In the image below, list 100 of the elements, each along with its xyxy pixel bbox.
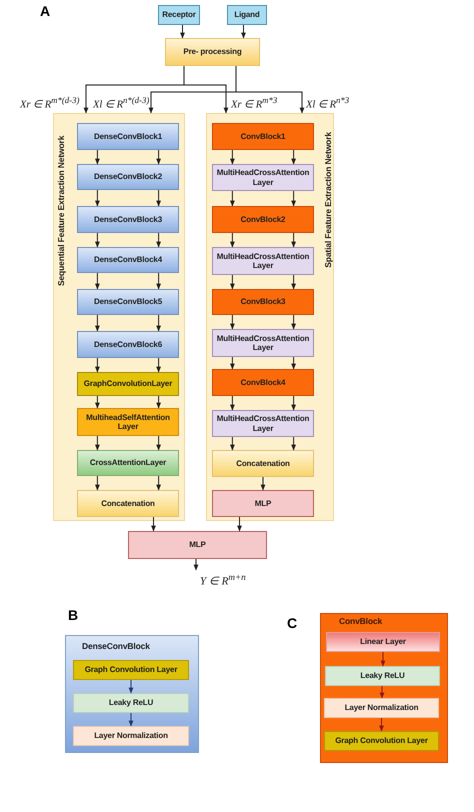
layer-box [77, 247, 179, 273]
arrow [95, 272, 100, 290]
layer-label: Receptor [162, 10, 196, 20]
panel-title: DenseConvBlock [82, 642, 150, 652]
panel-letter: A [40, 3, 50, 19]
arrow [230, 396, 235, 411]
layer-box [212, 123, 314, 150]
layer-label: ConvBlock2 [240, 214, 286, 224]
arrow [95, 190, 100, 207]
arrow [291, 190, 296, 207]
layer-box [212, 369, 314, 396]
arrow [95, 358, 100, 373]
layer-label: Pre- processing [183, 47, 242, 57]
arrow [237, 516, 242, 532]
layer-label: Concatenation [101, 498, 155, 508]
arrow [230, 274, 235, 290]
layer-box [212, 450, 314, 477]
layer-box [73, 660, 189, 680]
arrow [236, 66, 304, 114]
arrow [241, 24, 246, 39]
layer-label: Leaky ReLU [360, 671, 405, 681]
layer-label: DenseConvBlock2 [94, 172, 162, 182]
layer-box [212, 329, 314, 357]
arrow [291, 314, 296, 330]
layer-label: DenseConvBlock4 [94, 255, 162, 265]
layer-box [324, 731, 439, 751]
arrow [156, 476, 161, 491]
arrow [156, 396, 161, 409]
layer-label: Leaky ReLU [108, 698, 154, 708]
layer-box [77, 206, 179, 233]
input-formula: Xl ∈ R$^{n*3}$ [306, 95, 350, 110]
arrow [291, 232, 296, 248]
layer-box [212, 410, 314, 437]
layer-label: DenseConvBlock5 [94, 297, 162, 307]
layer-box [212, 490, 314, 517]
arrow [230, 190, 235, 207]
layer-label: DenseConvBlock6 [94, 340, 162, 350]
layer-box [77, 123, 179, 150]
layer-box [212, 247, 314, 275]
output-formula: Y ∈ R$^{m+n}$ [200, 572, 246, 588]
panel-title: Spatial Feature Extraction Network [324, 131, 334, 270]
layer-label: GraphConvolutionLayer [84, 379, 172, 389]
layer-box [77, 490, 179, 517]
arrow [95, 150, 100, 165]
process-box [128, 531, 267, 559]
layer-box [326, 632, 440, 652]
arrow [291, 150, 296, 165]
layer-label: DenseConvBlock1 [94, 132, 162, 142]
layer-label: Layer Normalization [344, 703, 418, 713]
arrow [156, 436, 161, 451]
arrow [156, 150, 161, 165]
layer-label: DenseConvBlock3 [94, 214, 162, 224]
arrow [156, 358, 161, 373]
arrow [128, 712, 134, 727]
arrow [184, 66, 228, 114]
layer-label: MultiHeadCrossAttention Layer [216, 168, 310, 187]
arrow [291, 274, 296, 290]
panel-title: ConvBlock [339, 617, 382, 627]
input-box [158, 5, 200, 25]
arrow [151, 516, 156, 532]
arrow [230, 314, 235, 330]
network-panel [53, 113, 185, 521]
arrow [95, 436, 100, 451]
layer-box [77, 372, 179, 396]
arrow [379, 718, 384, 732]
arrow [95, 476, 100, 491]
layer-box [212, 164, 314, 191]
arrow [291, 356, 296, 370]
layer-label: MLP [254, 498, 272, 508]
layer-box [325, 666, 440, 686]
layer-label: ConvBlock1 [240, 132, 286, 142]
arrow [128, 680, 134, 694]
layer-label: Graph Convolution Layer [84, 665, 178, 675]
layer-label: CrossAttentionLayer [90, 458, 166, 468]
arrow [230, 150, 235, 165]
layer-box [73, 693, 189, 713]
arrow [230, 356, 235, 370]
arrow [230, 436, 235, 451]
layer-box [77, 289, 179, 315]
block-panel [320, 613, 448, 763]
layer-box [212, 206, 314, 233]
panel-letter: C [287, 615, 298, 631]
layer-box [73, 726, 189, 746]
arrow [260, 476, 266, 491]
network-panel [206, 113, 334, 521]
arrow [95, 232, 100, 248]
arrow [380, 652, 386, 667]
layer-box [77, 164, 179, 190]
arrow [291, 396, 296, 411]
arrow [156, 272, 161, 290]
input-formula: Xr ∈ R$^{m*3}$ [231, 95, 278, 110]
arrow [380, 686, 384, 699]
input-formula: Xl ∈ R$^{n*(d-3)}$ [93, 95, 150, 110]
arrow [194, 558, 198, 571]
layer-box [77, 450, 179, 476]
panel-title: Sequential Feature Extraction Network [57, 134, 67, 288]
layer-label: Graph Convolution Layer [335, 736, 428, 746]
arrow [156, 314, 161, 332]
process-box [165, 38, 260, 66]
layer-label: Layer Normalization [94, 731, 168, 741]
